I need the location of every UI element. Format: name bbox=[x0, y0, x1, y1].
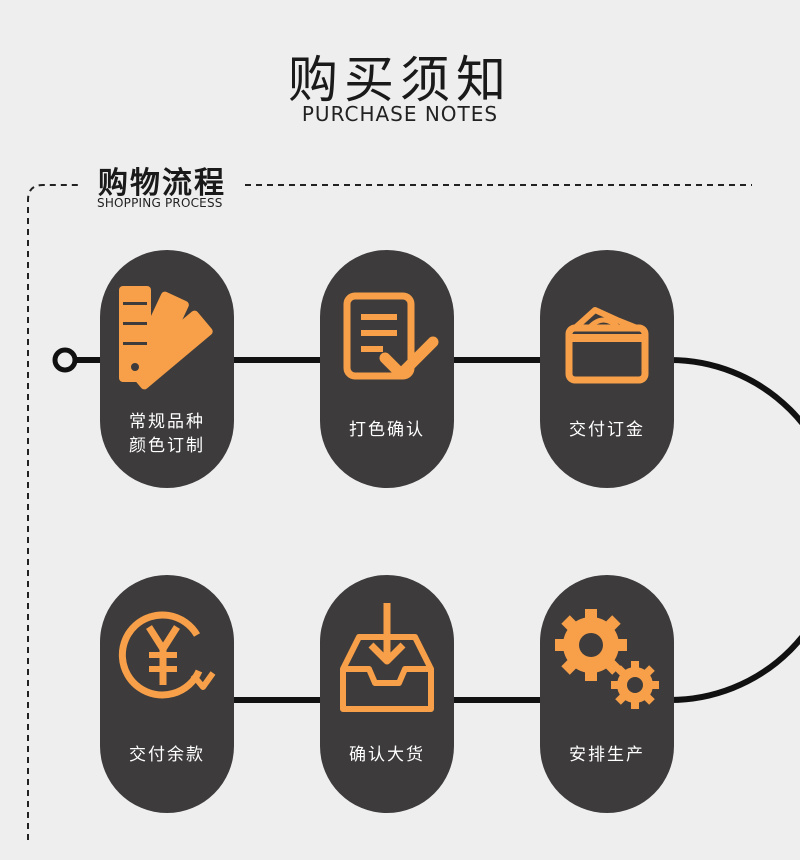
step-pay-balance: 交付余款 bbox=[100, 575, 234, 813]
step-label: 常规品种 颜色订制 bbox=[129, 412, 205, 456]
wallet-icon bbox=[565, 307, 649, 384]
step-label: 交付订金 bbox=[569, 420, 645, 440]
yuan-payment-icon bbox=[118, 611, 216, 699]
step-arrange-production: 安排生产 bbox=[540, 575, 674, 813]
section-title: 购物流程 bbox=[98, 166, 226, 201]
step-label: 安排生产 bbox=[569, 745, 645, 765]
step-confirm-bulk: 确认大货 bbox=[320, 575, 454, 813]
gears-icon bbox=[555, 609, 659, 709]
color-swatch-icon bbox=[119, 286, 213, 390]
step-color-confirm: 打色确认 bbox=[320, 250, 454, 488]
section-subtitle: SHOPPING PROCESS bbox=[97, 196, 223, 210]
step-pay-deposit: 交付订金 bbox=[540, 250, 674, 488]
step-label: 打色确认 bbox=[349, 420, 425, 440]
page-title: 购买须知 bbox=[288, 51, 512, 109]
inbox-download-icon bbox=[340, 603, 434, 712]
track-start-dot bbox=[52, 347, 78, 373]
document-check-icon bbox=[343, 292, 439, 380]
step-label: 确认大货 bbox=[349, 745, 425, 765]
step-customize-color: 常规品种 颜色订制 bbox=[100, 250, 234, 488]
page-subtitle: PURCHASE NOTES bbox=[301, 102, 499, 126]
step-label: 交付余款 bbox=[129, 745, 205, 765]
